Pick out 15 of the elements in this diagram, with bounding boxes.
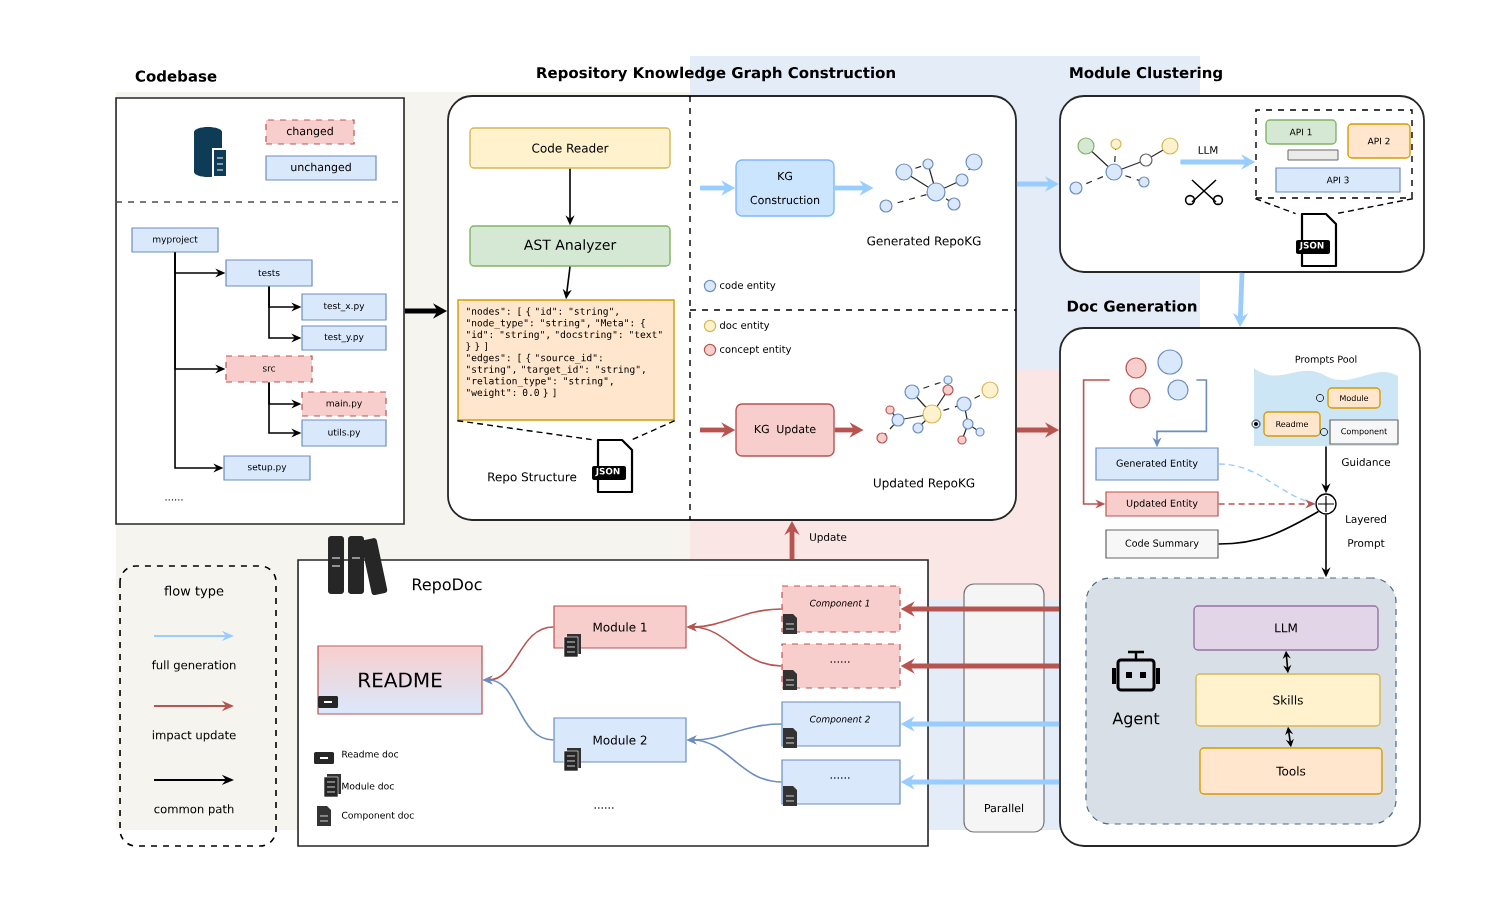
- entity-drawing: [1125, 349, 1189, 409]
- leader-line: [1335, 198, 1414, 215]
- plus-circle: [1315, 493, 1337, 515]
- connector: [1217, 510, 1320, 545]
- graph-drawing: [876, 375, 999, 445]
- graph-drawing: [1069, 137, 1179, 195]
- box-text: Agent: [1112, 712, 1160, 728]
- dashed-box: [1255, 109, 1413, 199]
- graph-drawing: [879, 153, 983, 213]
- readme-box: README: [317, 645, 483, 715]
- connector: [1217, 463, 1316, 505]
- heading: RepoDoc: [413, 578, 482, 594]
- leader-line: [456, 420, 593, 441]
- leader-line: [1254, 198, 1297, 215]
- leader-line: [631, 420, 676, 441]
